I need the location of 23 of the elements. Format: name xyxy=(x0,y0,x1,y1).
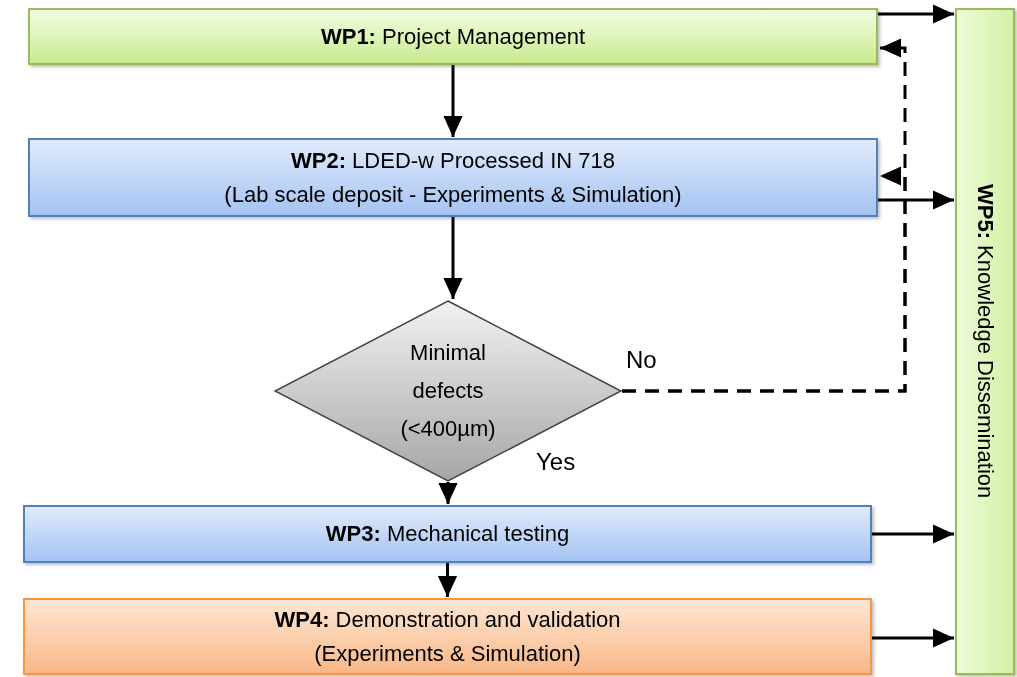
arrow xyxy=(878,4,954,24)
process-box xyxy=(28,8,878,65)
process-box xyxy=(23,598,872,675)
node-text: WP5: Knowledge Dissemination xyxy=(972,184,999,499)
node-text: (Lab scale deposit - Experiments & Simulation) xyxy=(224,180,682,209)
side-bar xyxy=(955,8,1015,675)
decision-diamond xyxy=(274,300,622,482)
arrow xyxy=(878,190,954,210)
node-text: WP2: LDED-w Processed IN 718 xyxy=(291,146,615,175)
arrow xyxy=(438,482,458,504)
process-box xyxy=(23,505,872,563)
arrow xyxy=(443,217,463,299)
node-text: WP1: Project Management xyxy=(320,22,586,51)
arrow xyxy=(622,38,907,393)
node-text: WP4: Demonstration and validation xyxy=(274,605,621,634)
arrow xyxy=(443,65,463,137)
arrow xyxy=(872,524,954,544)
node-text: (Experiments & Simulation) xyxy=(314,639,581,668)
node-text: WP3: Mechanical testing xyxy=(325,520,570,548)
node-text: Minimal defects (<400µm) xyxy=(399,339,497,443)
arrow xyxy=(437,563,458,597)
arrow xyxy=(872,628,954,648)
process-box xyxy=(28,138,878,217)
